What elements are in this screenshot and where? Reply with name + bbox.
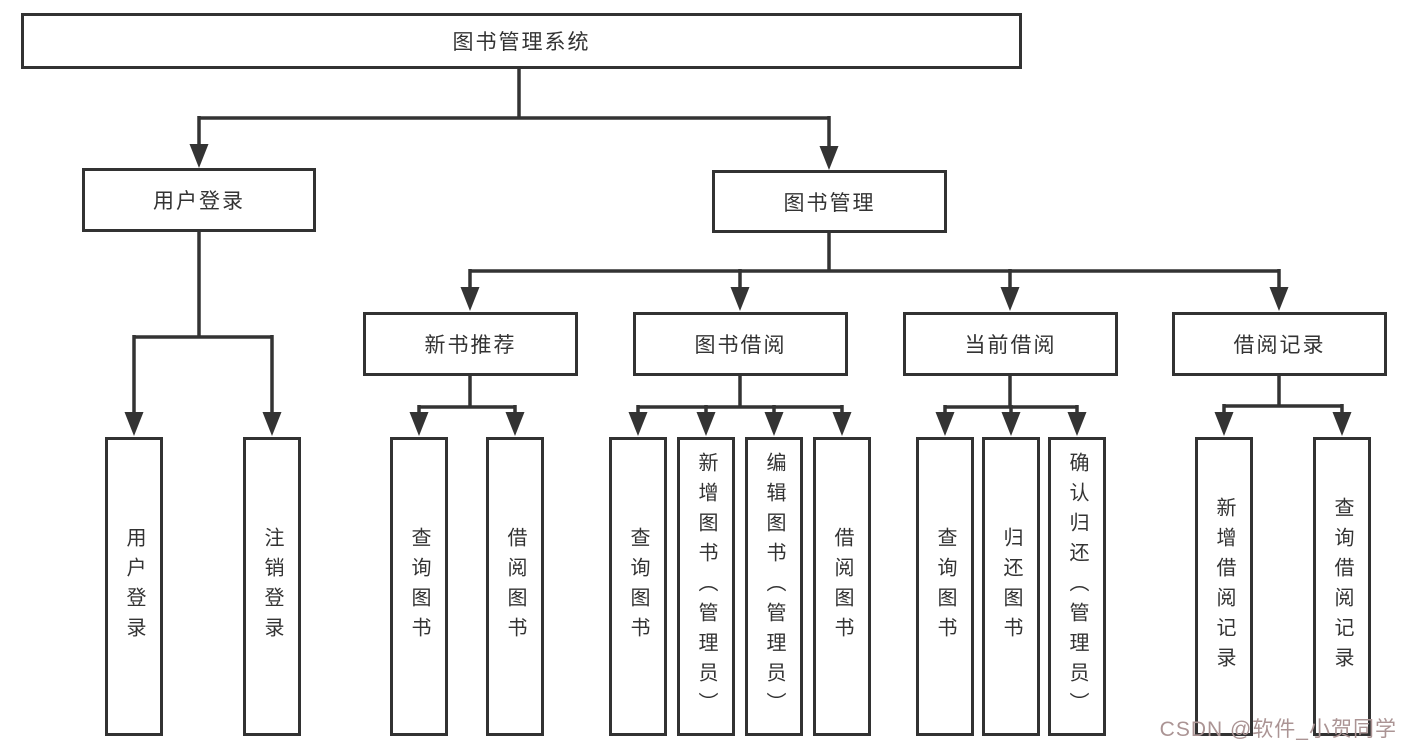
node-new-book-recommend: 新书推荐 bbox=[363, 312, 578, 376]
edge-root-to-level2 bbox=[189, 69, 839, 170]
arrow-down bbox=[832, 412, 852, 436]
arrow-down bbox=[262, 412, 282, 436]
node-leaf-borrow-edit-book-admin: 编辑图书（管理员） bbox=[745, 437, 803, 736]
node-book-manage-branch: 图书管理 bbox=[712, 170, 947, 233]
edge-records-to-children bbox=[1214, 374, 1352, 436]
edge-recommend-to-children bbox=[409, 374, 525, 436]
node-leaf-user-login-label: 用户登录 bbox=[123, 526, 145, 647]
arrow-down bbox=[1067, 412, 1087, 436]
edge-borrow-to-children bbox=[628, 374, 852, 436]
arrow-down bbox=[628, 412, 648, 436]
node-leaf-recommend-borrow-book: 借阅图书 bbox=[486, 437, 544, 736]
arrow-down bbox=[696, 412, 716, 436]
arrow-down bbox=[124, 412, 144, 436]
edge-current-to-children bbox=[935, 374, 1087, 436]
node-leaf-records-add: 新增借阅记录 bbox=[1195, 437, 1253, 736]
csdn-watermark: CSDN @软件_小贺同学 bbox=[1159, 718, 1397, 741]
node-leaf-recommend-borrow-book-label: 借阅图书 bbox=[504, 526, 526, 647]
arrow-down bbox=[1214, 412, 1234, 436]
node-leaf-recommend-search-book-label: 查询图书 bbox=[408, 526, 430, 647]
node-current-borrow: 当前借阅 bbox=[903, 312, 1118, 376]
node-leaf-records-add-label: 新增借阅记录 bbox=[1213, 496, 1235, 677]
node-leaf-borrow-borrow-book: 借阅图书 bbox=[813, 437, 871, 736]
node-leaf-current-confirm-return-admin-label: 确认归还（管理员） bbox=[1066, 451, 1088, 722]
node-book-borrow: 图书借阅 bbox=[633, 312, 848, 376]
arrow-down bbox=[460, 287, 480, 311]
edge-login-to-children bbox=[124, 230, 282, 436]
edge-manage-to-level3 bbox=[460, 231, 1289, 311]
arrow-down bbox=[1000, 287, 1020, 311]
arrow-down bbox=[730, 287, 750, 311]
node-borrow-records: 借阅记录 bbox=[1172, 312, 1387, 376]
node-borrow-records-label: 借阅记录 bbox=[1233, 334, 1326, 357]
node-leaf-records-search: 查询借阅记录 bbox=[1313, 437, 1371, 736]
node-root: 图书管理系统 bbox=[21, 13, 1022, 69]
node-book-borrow-label: 图书借阅 bbox=[694, 334, 787, 357]
arrow-down bbox=[819, 146, 839, 170]
node-leaf-current-search-book-label: 查询图书 bbox=[934, 526, 956, 647]
node-leaf-borrow-edit-book-admin-label: 编辑图书（管理员） bbox=[763, 451, 785, 722]
node-leaf-current-return-book: 归还图书 bbox=[982, 437, 1040, 736]
arrow-down bbox=[505, 412, 525, 436]
node-leaf-borrow-add-book-admin: 新增图书（管理员） bbox=[677, 437, 735, 736]
node-leaf-logout-label: 注销登录 bbox=[261, 526, 283, 647]
node-leaf-borrow-add-book-admin-label: 新增图书（管理员） bbox=[695, 451, 717, 722]
node-leaf-current-confirm-return-admin: 确认归还（管理员） bbox=[1048, 437, 1106, 736]
node-leaf-recommend-search-book: 查询图书 bbox=[390, 437, 448, 736]
node-current-borrow-label: 当前借阅 bbox=[964, 334, 1057, 357]
node-user-login-branch-label: 用户登录 bbox=[153, 190, 245, 213]
node-leaf-user-login: 用户登录 bbox=[105, 437, 163, 736]
node-leaf-logout: 注销登录 bbox=[243, 437, 301, 736]
node-book-manage-branch-label: 图书管理 bbox=[783, 191, 876, 215]
arrow-down bbox=[189, 144, 209, 168]
arrow-down bbox=[1332, 412, 1352, 436]
arrow-down bbox=[1001, 412, 1021, 436]
node-root-label: 图书管理系统 bbox=[452, 31, 591, 54]
node-leaf-borrow-search-book-label: 查询图书 bbox=[627, 526, 649, 647]
arrow-down bbox=[935, 412, 955, 436]
node-leaf-borrow-borrow-book-label: 借阅图书 bbox=[831, 526, 853, 647]
node-leaf-current-search-book: 查询图书 bbox=[916, 437, 974, 736]
node-new-book-recommend-label: 新书推荐 bbox=[424, 334, 517, 357]
node-leaf-current-return-book-label: 归还图书 bbox=[1000, 526, 1022, 647]
node-leaf-borrow-search-book: 查询图书 bbox=[609, 437, 667, 736]
arrow-down bbox=[1269, 287, 1289, 311]
arrow-down bbox=[764, 412, 784, 436]
arrow-down bbox=[409, 412, 429, 436]
node-leaf-records-search-label: 查询借阅记录 bbox=[1331, 496, 1353, 677]
node-user-login-branch: 用户登录 bbox=[82, 168, 316, 232]
